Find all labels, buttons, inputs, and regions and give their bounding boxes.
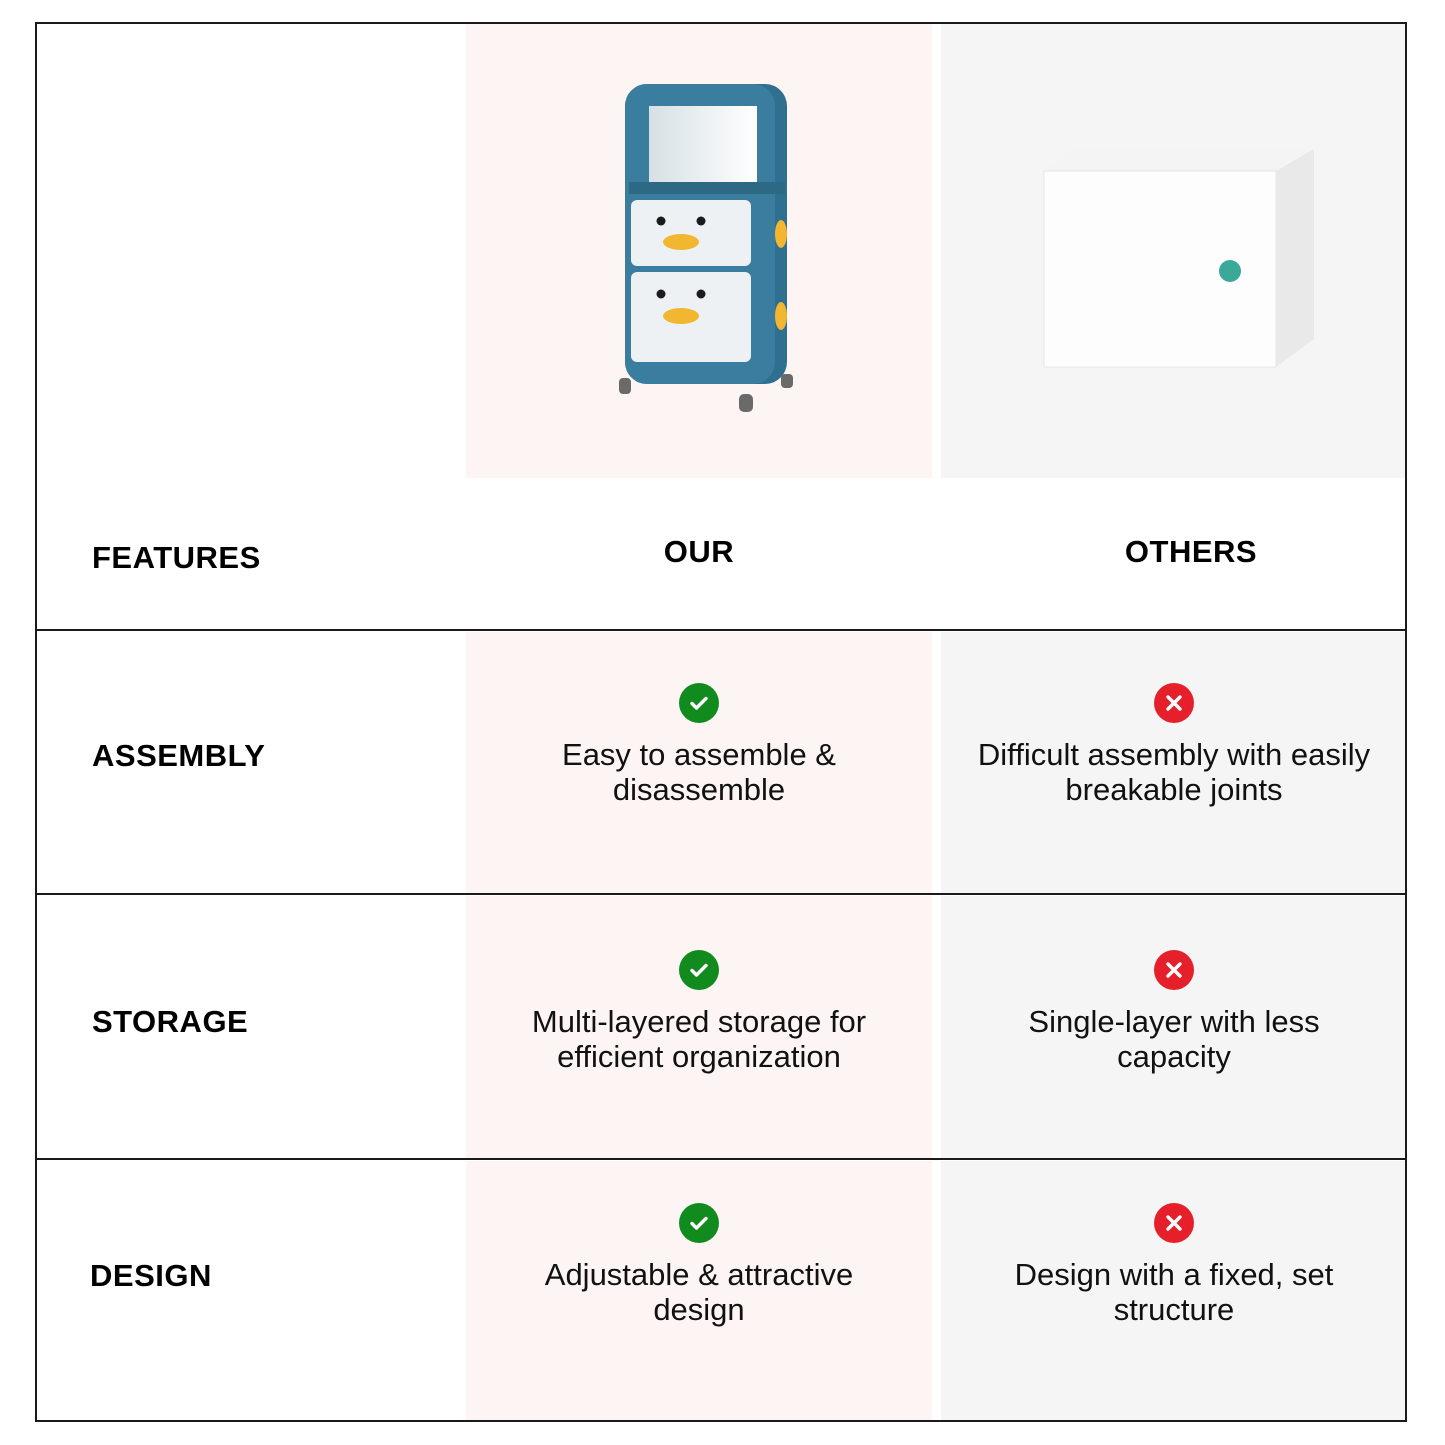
cross-icon (1154, 950, 1194, 990)
others-cell-storage: Single-layer with less capacity (941, 950, 1407, 1074)
our-text-storage: Multi-layered storage for efficient orga… (531, 1004, 867, 1074)
others-column-bg-row2 (941, 896, 1407, 1158)
others-product-image (941, 24, 1407, 478)
check-icon (679, 1203, 719, 1243)
our-header: OUR (663, 534, 735, 569)
others-column-bg-row1 (941, 632, 1407, 893)
check-icon (679, 683, 719, 723)
feature-label-storage: STORAGE (92, 1004, 249, 1039)
comparison-table-frame (35, 22, 1407, 1422)
our-column-bg-row1 (466, 632, 932, 893)
our-text-assembly: Easy to assemble & disassemble (562, 737, 836, 807)
our-text-design: Adjustable & attractive design (544, 1257, 854, 1327)
others-cell-design: Design with a fixed, set structure (941, 1203, 1407, 1327)
others-header: OTHERS (1124, 534, 1258, 569)
check-icon (679, 950, 719, 990)
row-divider (35, 1158, 1407, 1160)
cross-icon (1154, 1203, 1194, 1243)
our-product-image (466, 24, 932, 478)
feature-label-assembly: ASSEMBLY (92, 738, 266, 773)
row-divider (35, 893, 1407, 895)
feature-label-design: DESIGN (90, 1258, 212, 1293)
features-header: FEATURES (92, 540, 261, 575)
others-text-assembly: Difficult assembly with easily breakable… (977, 737, 1371, 807)
others-text-storage: Single-layer with less capacity (1028, 1004, 1320, 1074)
cross-icon (1154, 683, 1194, 723)
others-text-design: Design with a fixed, set structure (1014, 1257, 1334, 1327)
our-column-bg-row2 (466, 896, 932, 1158)
others-cell-assembly: Difficult assembly with easily breakable… (941, 683, 1407, 807)
our-cell-assembly: Easy to assemble & disassemble (466, 683, 932, 807)
our-cell-design: Adjustable & attractive design (466, 1203, 932, 1327)
our-cell-storage: Multi-layered storage for efficient orga… (466, 950, 932, 1074)
row-divider (35, 629, 1407, 631)
